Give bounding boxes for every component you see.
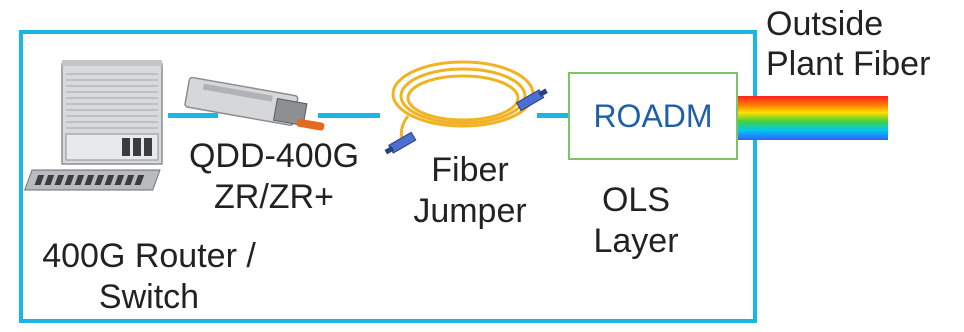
jumper-label-line2: Jumper [413, 191, 527, 230]
router-label: 400G Router / Switch [24, 236, 274, 318]
jumper-label: Fiber Jumper [400, 150, 540, 232]
link-jumper-roadm [537, 113, 570, 118]
ols-label-line2: Layer [593, 221, 679, 260]
optic-label-line2: ZR/ZR+ [214, 177, 334, 216]
router-chassis-icon [24, 60, 163, 191]
outside-plant-line1: Outside [766, 5, 884, 43]
router-label-line2: Switch [98, 277, 200, 316]
outside-plant-label: Outside Plant Fiber [766, 4, 930, 84]
ols-label: OLS Layer [576, 180, 696, 262]
outside-plant-fiber-spectrum [738, 96, 888, 140]
system-boundary-frame [19, 30, 757, 323]
link-router-optic [168, 113, 218, 118]
link-optic-jumper [318, 113, 380, 118]
optic-label-line1: QDD-400G [188, 137, 360, 175]
roadm-label: ROADM [593, 97, 713, 134]
outside-plant-line2: Plant Fiber [766, 45, 931, 84]
optic-label: QDD-400G ZR/ZR+ [176, 136, 372, 218]
jumper-label-line1: Fiber [431, 151, 509, 189]
fiber-jumper-icon [384, 60, 548, 155]
transceiver-icon [184, 76, 325, 131]
roadm-box: ROADM [568, 72, 738, 160]
router-label-line1: 400G Router / [42, 237, 256, 275]
ols-label-line1: OLS [601, 181, 671, 219]
